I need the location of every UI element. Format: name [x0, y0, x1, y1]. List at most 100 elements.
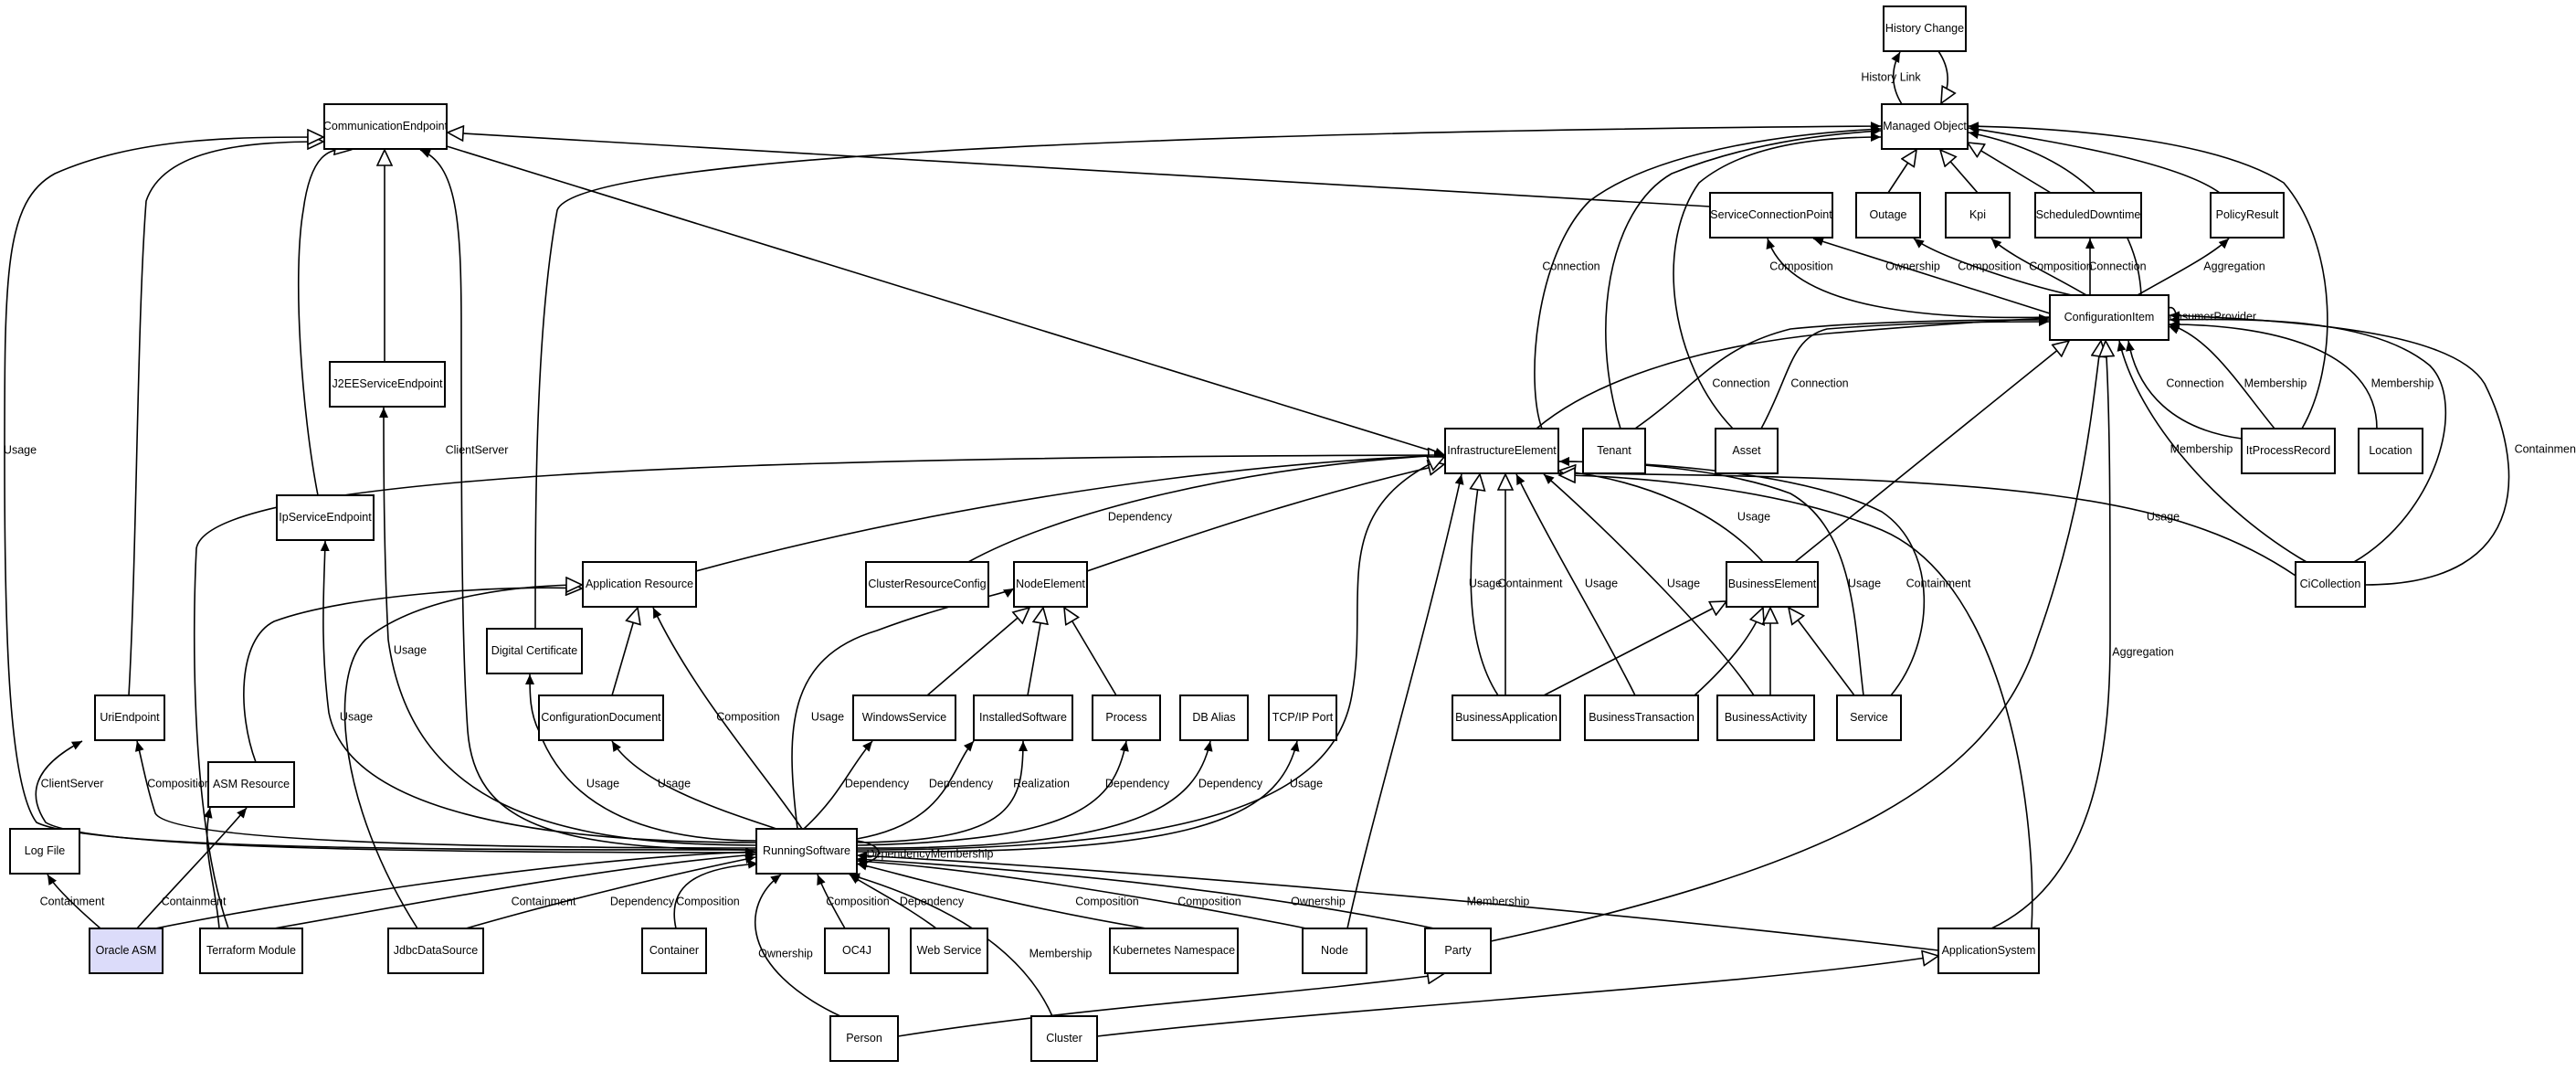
node-box[interactable] [1715, 428, 1779, 474]
node-jdbc-data-source[interactable]: JdbcDataSource [387, 928, 484, 974]
node-box[interactable] [1109, 928, 1239, 974]
node-windows-service[interactable]: WindowsService [852, 695, 956, 741]
node-party[interactable]: Party [1424, 928, 1492, 974]
node-box[interactable] [1937, 928, 2040, 974]
node-box[interactable] [207, 761, 295, 808]
node-box[interactable] [641, 928, 707, 974]
node-box[interactable] [582, 561, 697, 608]
node-box[interactable] [1855, 192, 1921, 239]
node-scheduled-downtime[interactable]: ScheduledDowntime [2034, 192, 2142, 239]
node-container[interactable]: Container [641, 928, 707, 974]
node-box[interactable] [1302, 928, 1367, 974]
node-box[interactable] [538, 695, 664, 741]
node-terraform-module[interactable]: Terraform Module [199, 928, 303, 974]
node-kubernetes-namespace[interactable]: Kubernetes Namespace [1109, 928, 1239, 974]
node-process[interactable]: Process [1092, 695, 1161, 741]
node-history-change[interactable]: History Change [1883, 5, 1967, 52]
node-box[interactable] [387, 928, 484, 974]
edge-line [154, 847, 756, 929]
node-configuration-document[interactable]: ConfigurationDocument [538, 695, 664, 741]
node-location[interactable]: Location [2358, 428, 2423, 474]
node-box[interactable] [1268, 695, 1337, 741]
node-business-transaction[interactable]: BusinessTransaction [1584, 695, 1699, 741]
node-box[interactable] [1726, 561, 1819, 608]
node-policy-result[interactable]: PolicyResult [2210, 192, 2285, 239]
node-it-process-record[interactable]: ItProcessRecord [2241, 428, 2336, 474]
node-box[interactable] [973, 695, 1073, 741]
node-box[interactable] [2049, 294, 2170, 341]
node-box[interactable] [89, 928, 164, 974]
node-ci-collection[interactable]: CiCollection [2295, 561, 2366, 608]
node-service[interactable]: Service [1836, 695, 1902, 741]
node-label: Oracle ASM [96, 944, 157, 957]
node-ip-service-endpoint[interactable]: IpServiceEndpoint [276, 494, 375, 541]
node-business-activity[interactable]: BusinessActivity [1716, 695, 1815, 741]
node-box[interactable] [1945, 192, 2011, 239]
node-business-element[interactable]: BusinessElement [1726, 561, 1819, 608]
node-j2ee-service-endpoint[interactable]: J2EEServiceEndpoint [329, 361, 446, 408]
node-box[interactable] [94, 695, 165, 741]
node-application-resource[interactable]: Application Resource [582, 561, 697, 608]
node-box[interactable] [824, 928, 890, 974]
node-box[interactable] [1092, 695, 1161, 741]
node-service-connection-point[interactable]: ServiceConnectionPoint [1709, 192, 1833, 239]
node-cluster[interactable]: Cluster [1030, 1015, 1098, 1062]
node-box[interactable] [852, 695, 956, 741]
node-kpi[interactable]: Kpi [1945, 192, 2011, 239]
node-managed-object[interactable]: Managed Object [1881, 103, 1969, 150]
node-box[interactable] [1444, 428, 1559, 474]
node-tcpip-port[interactable]: TCP/IP Port [1268, 695, 1337, 741]
node-asset[interactable]: Asset [1715, 428, 1779, 474]
node-person[interactable]: Person [829, 1015, 899, 1062]
node-box[interactable] [1452, 695, 1561, 741]
edge-line [4, 137, 757, 851]
node-box[interactable] [755, 828, 858, 875]
node-node-element[interactable]: NodeElement [1013, 561, 1088, 608]
node-business-application[interactable]: BusinessApplication [1452, 695, 1561, 741]
node-box[interactable] [1424, 928, 1492, 974]
node-log-file[interactable]: Log File [9, 828, 80, 875]
node-box[interactable] [486, 628, 583, 674]
node-box[interactable] [1883, 5, 1967, 52]
node-asm-resource[interactable]: ASM Resource [207, 761, 295, 808]
node-oc4j[interactable]: OC4J [824, 928, 890, 974]
node-box[interactable] [2295, 561, 2366, 608]
node-box[interactable] [1584, 695, 1699, 741]
node-db-alias[interactable]: DB Alias [1179, 695, 1249, 741]
node-box[interactable] [323, 103, 448, 150]
node-box[interactable] [2358, 428, 2423, 474]
node-cluster-resource-config[interactable]: ClusterResourceConfig [865, 561, 989, 608]
node-node[interactable]: Node [1302, 928, 1367, 974]
node-box[interactable] [276, 494, 375, 541]
node-box[interactable] [910, 928, 988, 974]
node-box[interactable] [1179, 695, 1249, 741]
node-box[interactable] [199, 928, 303, 974]
node-box[interactable] [2210, 192, 2285, 239]
node-box[interactable] [1716, 695, 1815, 741]
node-tenant[interactable]: Tenant [1582, 428, 1646, 474]
node-box[interactable] [9, 828, 80, 875]
node-communication-endpoint[interactable]: CommunicationEndpoint [323, 103, 449, 150]
node-box[interactable] [1709, 192, 1833, 239]
node-infrastructure-element[interactable]: InfrastructureElement [1444, 428, 1559, 474]
edge-label: Containment [162, 895, 227, 907]
node-digital-certificate[interactable]: Digital Certificate [486, 628, 583, 674]
node-configuration-item[interactable]: ConfigurationItem [2049, 294, 2170, 341]
node-box[interactable] [1030, 1015, 1098, 1062]
node-box[interactable] [329, 361, 446, 408]
node-box[interactable] [2034, 192, 2142, 239]
node-box[interactable] [1881, 103, 1969, 150]
node-box[interactable] [1836, 695, 1902, 741]
node-box[interactable] [829, 1015, 899, 1062]
node-box[interactable] [2241, 428, 2336, 474]
node-oracle-asm[interactable]: Oracle ASM [89, 928, 164, 974]
node-box[interactable] [1013, 561, 1088, 608]
node-uri-endpoint[interactable]: UriEndpoint [94, 695, 165, 741]
node-running-software[interactable]: RunningSoftware [755, 828, 858, 875]
node-outage[interactable]: Outage [1855, 192, 1921, 239]
node-application-system[interactable]: ApplicationSystem [1937, 928, 2040, 974]
node-installed-software[interactable]: InstalledSoftware [973, 695, 1073, 741]
node-box[interactable] [865, 561, 989, 608]
node-web-service[interactable]: Web Service [910, 928, 988, 974]
node-box[interactable] [1582, 428, 1646, 474]
